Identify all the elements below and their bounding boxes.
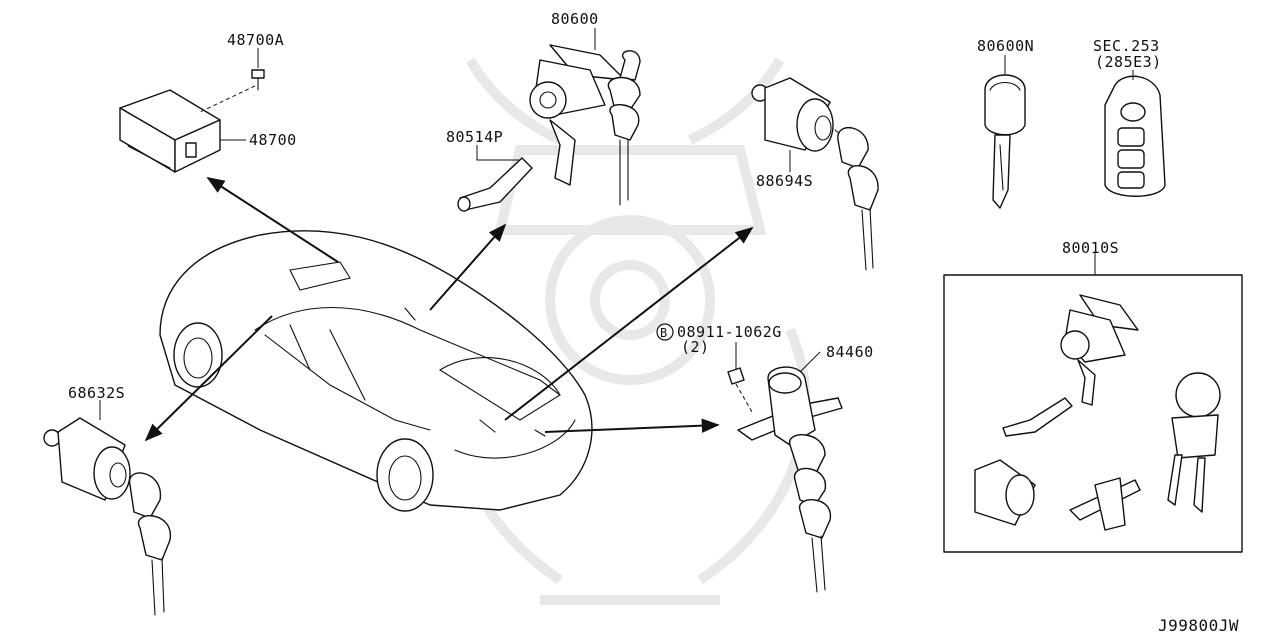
label-08911-1062g: 08911-1062G <box>677 323 782 341</box>
trunk-cylinder-88694s[interactable] <box>751 77 879 271</box>
label-bolt-marker: B <box>660 326 668 340</box>
diagram-code: J99800JW <box>1158 616 1239 635</box>
screw-48700a[interactable] <box>199 69 265 113</box>
door-cylinder-68632s[interactable] <box>43 417 171 616</box>
label-68632s: 68632S <box>68 384 125 402</box>
label-48700: 48700 <box>249 131 297 149</box>
vehicle-body <box>159 230 593 512</box>
trunk-lock-84460[interactable] <box>737 366 843 593</box>
label-80600: 80600 <box>551 10 599 28</box>
label-80010s: 80010S <box>1062 239 1119 257</box>
door-lock-80600[interactable] <box>529 44 641 206</box>
kit-80010s[interactable] <box>943 253 1243 553</box>
intelligent-key-sec253[interactable] <box>1104 75 1166 197</box>
bolt-marker-icon: B <box>656 323 674 341</box>
leader-lines <box>99 28 1134 420</box>
label-48700a: 48700A <box>227 31 284 49</box>
label-sec253-sub: (285E3) <box>1095 53 1162 71</box>
label-80600n: 80600N <box>977 37 1034 55</box>
bolt-08911-1062g[interactable] <box>727 367 753 413</box>
callout-arrows <box>144 177 754 442</box>
label-sec253: SEC.253 <box>1093 37 1160 55</box>
control-unit-48700[interactable] <box>119 89 221 173</box>
label-80514p: 80514P <box>446 128 503 146</box>
key-blank-80600n[interactable] <box>984 74 1026 209</box>
label-84460: 84460 <box>826 343 874 361</box>
rod-80514p[interactable] <box>457 157 533 212</box>
label-08911-qty: (2) <box>681 338 710 356</box>
label-88694s: 88694S <box>756 172 813 190</box>
